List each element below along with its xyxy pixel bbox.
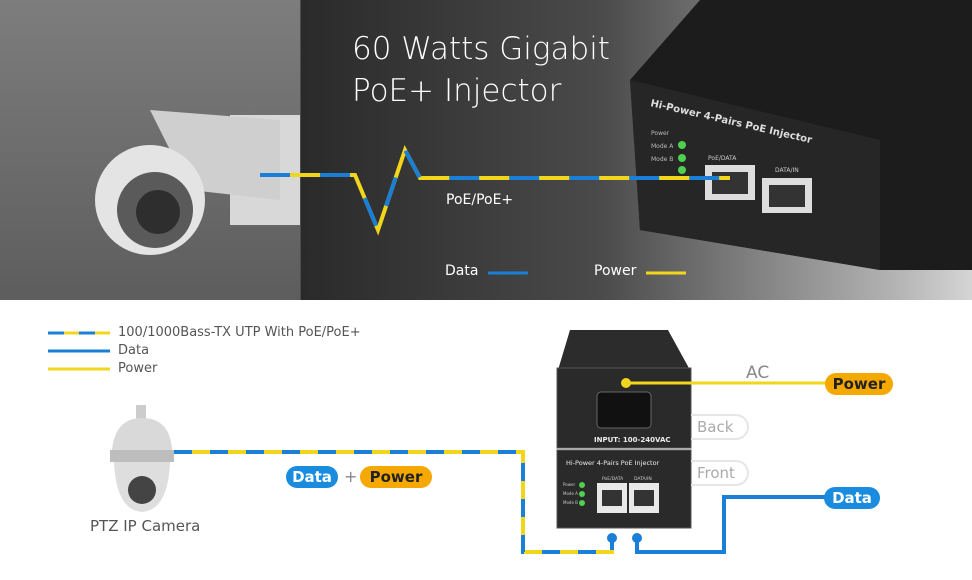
cable-data-pill: Data xyxy=(286,466,338,488)
svg-text:PoE/DATA: PoE/DATA xyxy=(708,155,737,162)
svg-text:Mode A: Mode A xyxy=(563,491,578,496)
legend-data: Data xyxy=(118,343,150,358)
ptz-camera-photo xyxy=(95,110,300,255)
svg-text:Mode B: Mode B xyxy=(563,500,578,505)
data-cable xyxy=(635,495,830,554)
svg-text:Hi-Power 4-Pairs PoE Injector: Hi-Power 4-Pairs PoE Injector xyxy=(566,459,660,467)
hero-title: 60 Watts Gigabit PoE+ Injector xyxy=(352,28,610,112)
plus-sign: + xyxy=(344,467,358,486)
hero-graphics: Hi-Power 4-Pairs PoE Injector PoE/DATA D… xyxy=(95,0,972,275)
svg-text:Mode B: Mode B xyxy=(651,156,673,163)
hero-legend-power: Power xyxy=(594,263,637,279)
front-label: Front xyxy=(691,460,749,486)
svg-text:PoE/DATA: PoE/DATA xyxy=(602,476,624,482)
title-line-2: PoE+ Injector xyxy=(352,73,562,109)
svg-text:Power: Power xyxy=(563,482,575,487)
title-line-1: 60 Watts Gigabit xyxy=(352,31,610,67)
back-label: Back xyxy=(691,414,749,440)
camera-icon xyxy=(110,405,174,512)
cable-power-pill: Power xyxy=(360,466,432,488)
ac-label: AC xyxy=(746,363,770,383)
svg-text:DATA/IN: DATA/IN xyxy=(775,167,799,174)
svg-text:INPUT: 100-240VAC: INPUT: 100-240VAC xyxy=(594,436,671,444)
svg-text:Power: Power xyxy=(651,130,670,137)
legend-combined: 100/1000Bass-TX UTP With PoE/PoE+ xyxy=(118,325,361,340)
hero-banner: Hi-Power 4-Pairs PoE Injector PoE/DATA D… xyxy=(0,0,972,300)
svg-text:DATA/IN: DATA/IN xyxy=(634,476,652,482)
svg-text:Mode A: Mode A xyxy=(651,143,674,150)
camera-label: PTZ IP Camera xyxy=(90,517,201,535)
power-pill: Power xyxy=(825,373,893,395)
hero-legend-data: Data xyxy=(445,263,479,279)
cable-label: PoE/PoE+ xyxy=(446,192,514,208)
injector-device: INPUT: 100-240VAC Hi-Power 4-Pairs PoE I… xyxy=(556,330,692,529)
injector-photo xyxy=(630,0,972,270)
legend-power: Power xyxy=(118,361,158,376)
data-pill: Data xyxy=(824,487,880,509)
